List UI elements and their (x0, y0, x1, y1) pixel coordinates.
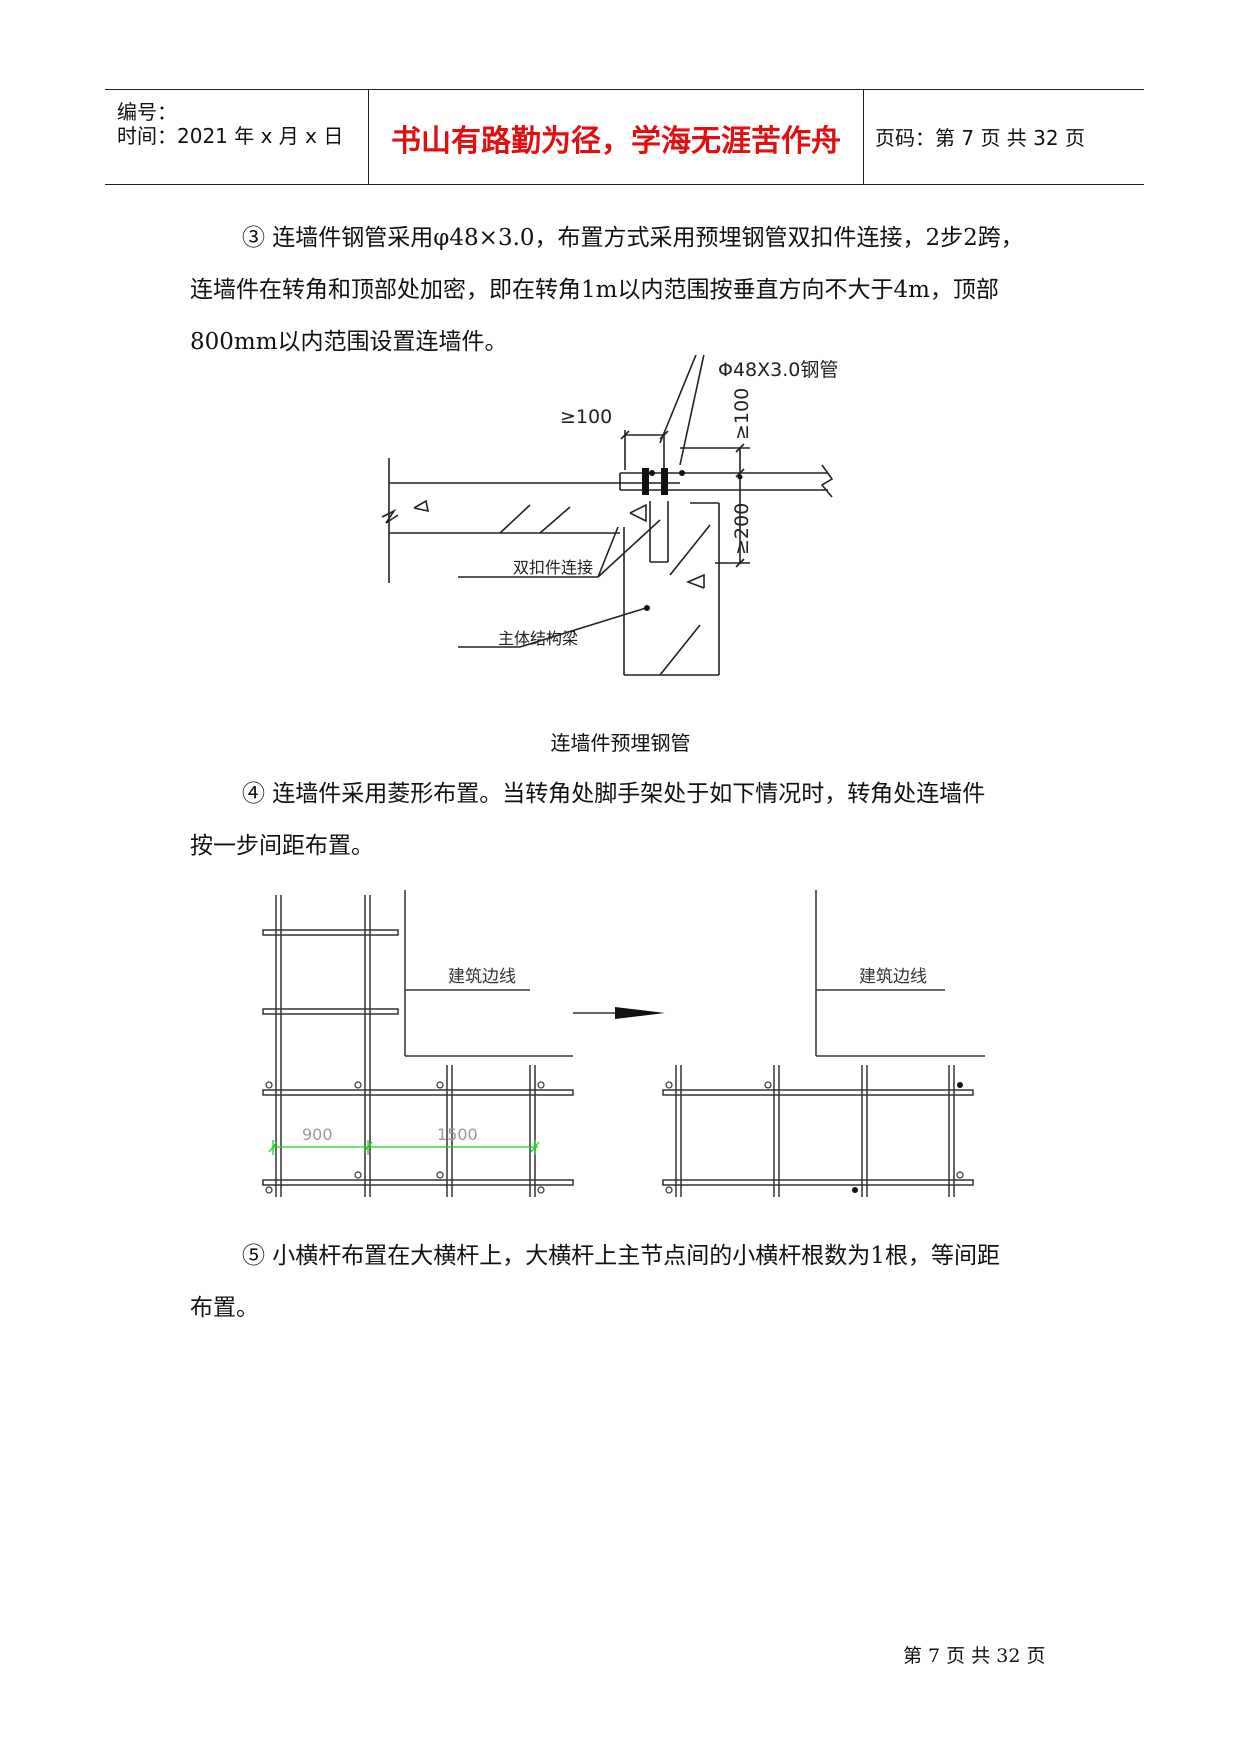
paragraph-3-line-1: ③ 连墙件钢管采用φ48×3.0，布置方式采用预埋钢管双扣件连接，2步2跨， (242, 225, 1024, 251)
document-number-label: 编号： (117, 100, 177, 124)
page-footer: 第 7 页 共 32 页 (903, 1645, 1046, 1667)
paragraph-4-line-1: ④ 连墙件采用菱形布置。当转角处脚手架处于如下情况时，转角处连墙件 (242, 781, 986, 807)
corner-wall-tie-layout-diagram: 900 1500 建筑边线 建筑边线 (262, 890, 985, 1197)
paragraph-3-line-2: 连墙件在转角和顶部处加密，即在转角1m以内范围按垂直方向不大于4m，顶部 (190, 277, 999, 303)
double-clamp-label: 双扣件连接 (513, 558, 593, 577)
paragraph-5-line-1: ⑤ 小横杆布置在大横杆上，大横杆上主节点间的小横杆根数为1根，等间距 (242, 1243, 1000, 1269)
document-time-label: 时间：2021 年 x 月 x 日 (117, 124, 344, 148)
building-edge-label-right: 建筑边线 (859, 967, 927, 987)
wall-tie-embedded-pipe-diagram: Φ48X3.0钢管 ≥100 ≥100 ≥200 双扣件连接 主体结构梁 (381, 355, 838, 676)
header-left-cell: 编号： 时间：2021 年 x 月 x 日 (105, 90, 367, 184)
dimension-900-label: 900 (302, 1125, 333, 1144)
paragraph-4-line-2: 按一步间距布置。 (190, 833, 374, 859)
vertical-dimension-bottom-label: ≥200 (731, 503, 753, 555)
diagram-1-caption: 连墙件预埋钢管 (550, 731, 691, 755)
header-motto: 书山有路勤为径，学海无涯苦作舟 (391, 124, 841, 159)
dimension-1500-label: 1500 (437, 1125, 478, 1144)
header-right-cell: 页码：第 7 页 共 32 页 (863, 90, 1144, 184)
header-center-cell: 书山有路勤为径，学海无涯苦作舟 (368, 90, 864, 184)
paragraph-5-line-2: 布置。 (190, 1295, 259, 1321)
header-page-label: 页码：第 7 页 共 32 页 (875, 126, 1085, 150)
paragraph-3-line-3: 800mm以内范围设置连墙件。 (190, 329, 508, 355)
vertical-dimension-top-label: ≥100 (731, 388, 753, 440)
main-beam-label: 主体结构梁 (498, 629, 578, 648)
horizontal-dimension-label: ≥100 (560, 406, 612, 428)
building-edge-label-left: 建筑边线 (448, 967, 516, 987)
page-header: 编号： 时间：2021 年 x 月 x 日 书山有路勤为径，学海无涯苦作舟 页码… (105, 89, 1144, 185)
pipe-spec-label: Φ48X3.0钢管 (718, 359, 838, 381)
